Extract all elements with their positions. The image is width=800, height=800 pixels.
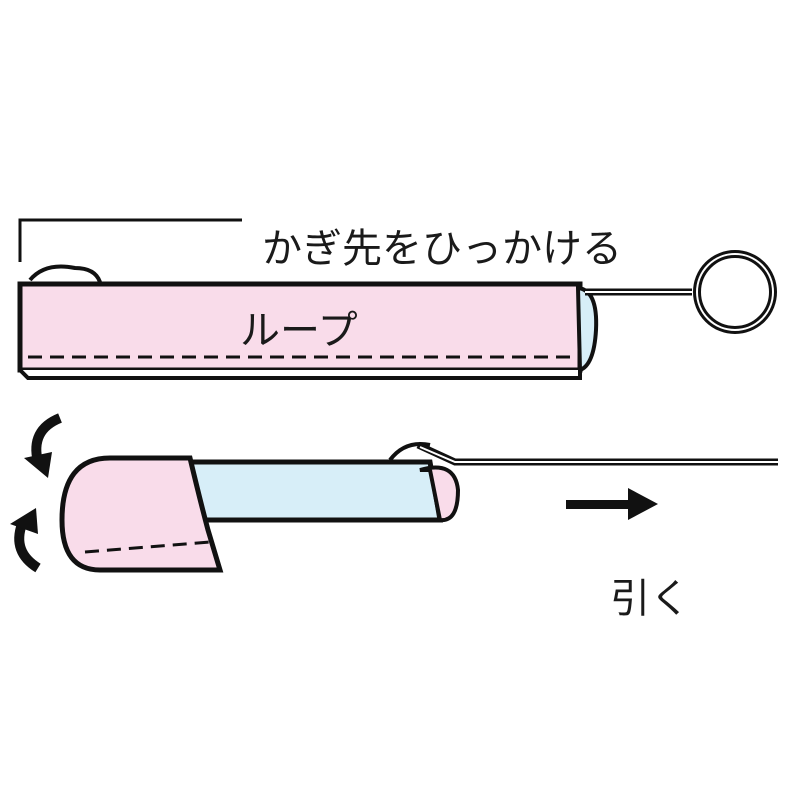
loop-label: ループ — [240, 308, 358, 354]
loop-tube-top — [17, 264, 599, 380]
rotate-arrows-icon — [10, 413, 63, 573]
pull-arrow-icon — [566, 488, 658, 520]
hook-instruction-label: かぎ先をひっかける — [262, 226, 622, 272]
pull-label: 引く — [610, 576, 690, 622]
loop-tube-turning — [59, 441, 778, 573]
bracket-line — [18, 218, 242, 262]
hook-tool — [585, 250, 777, 334]
